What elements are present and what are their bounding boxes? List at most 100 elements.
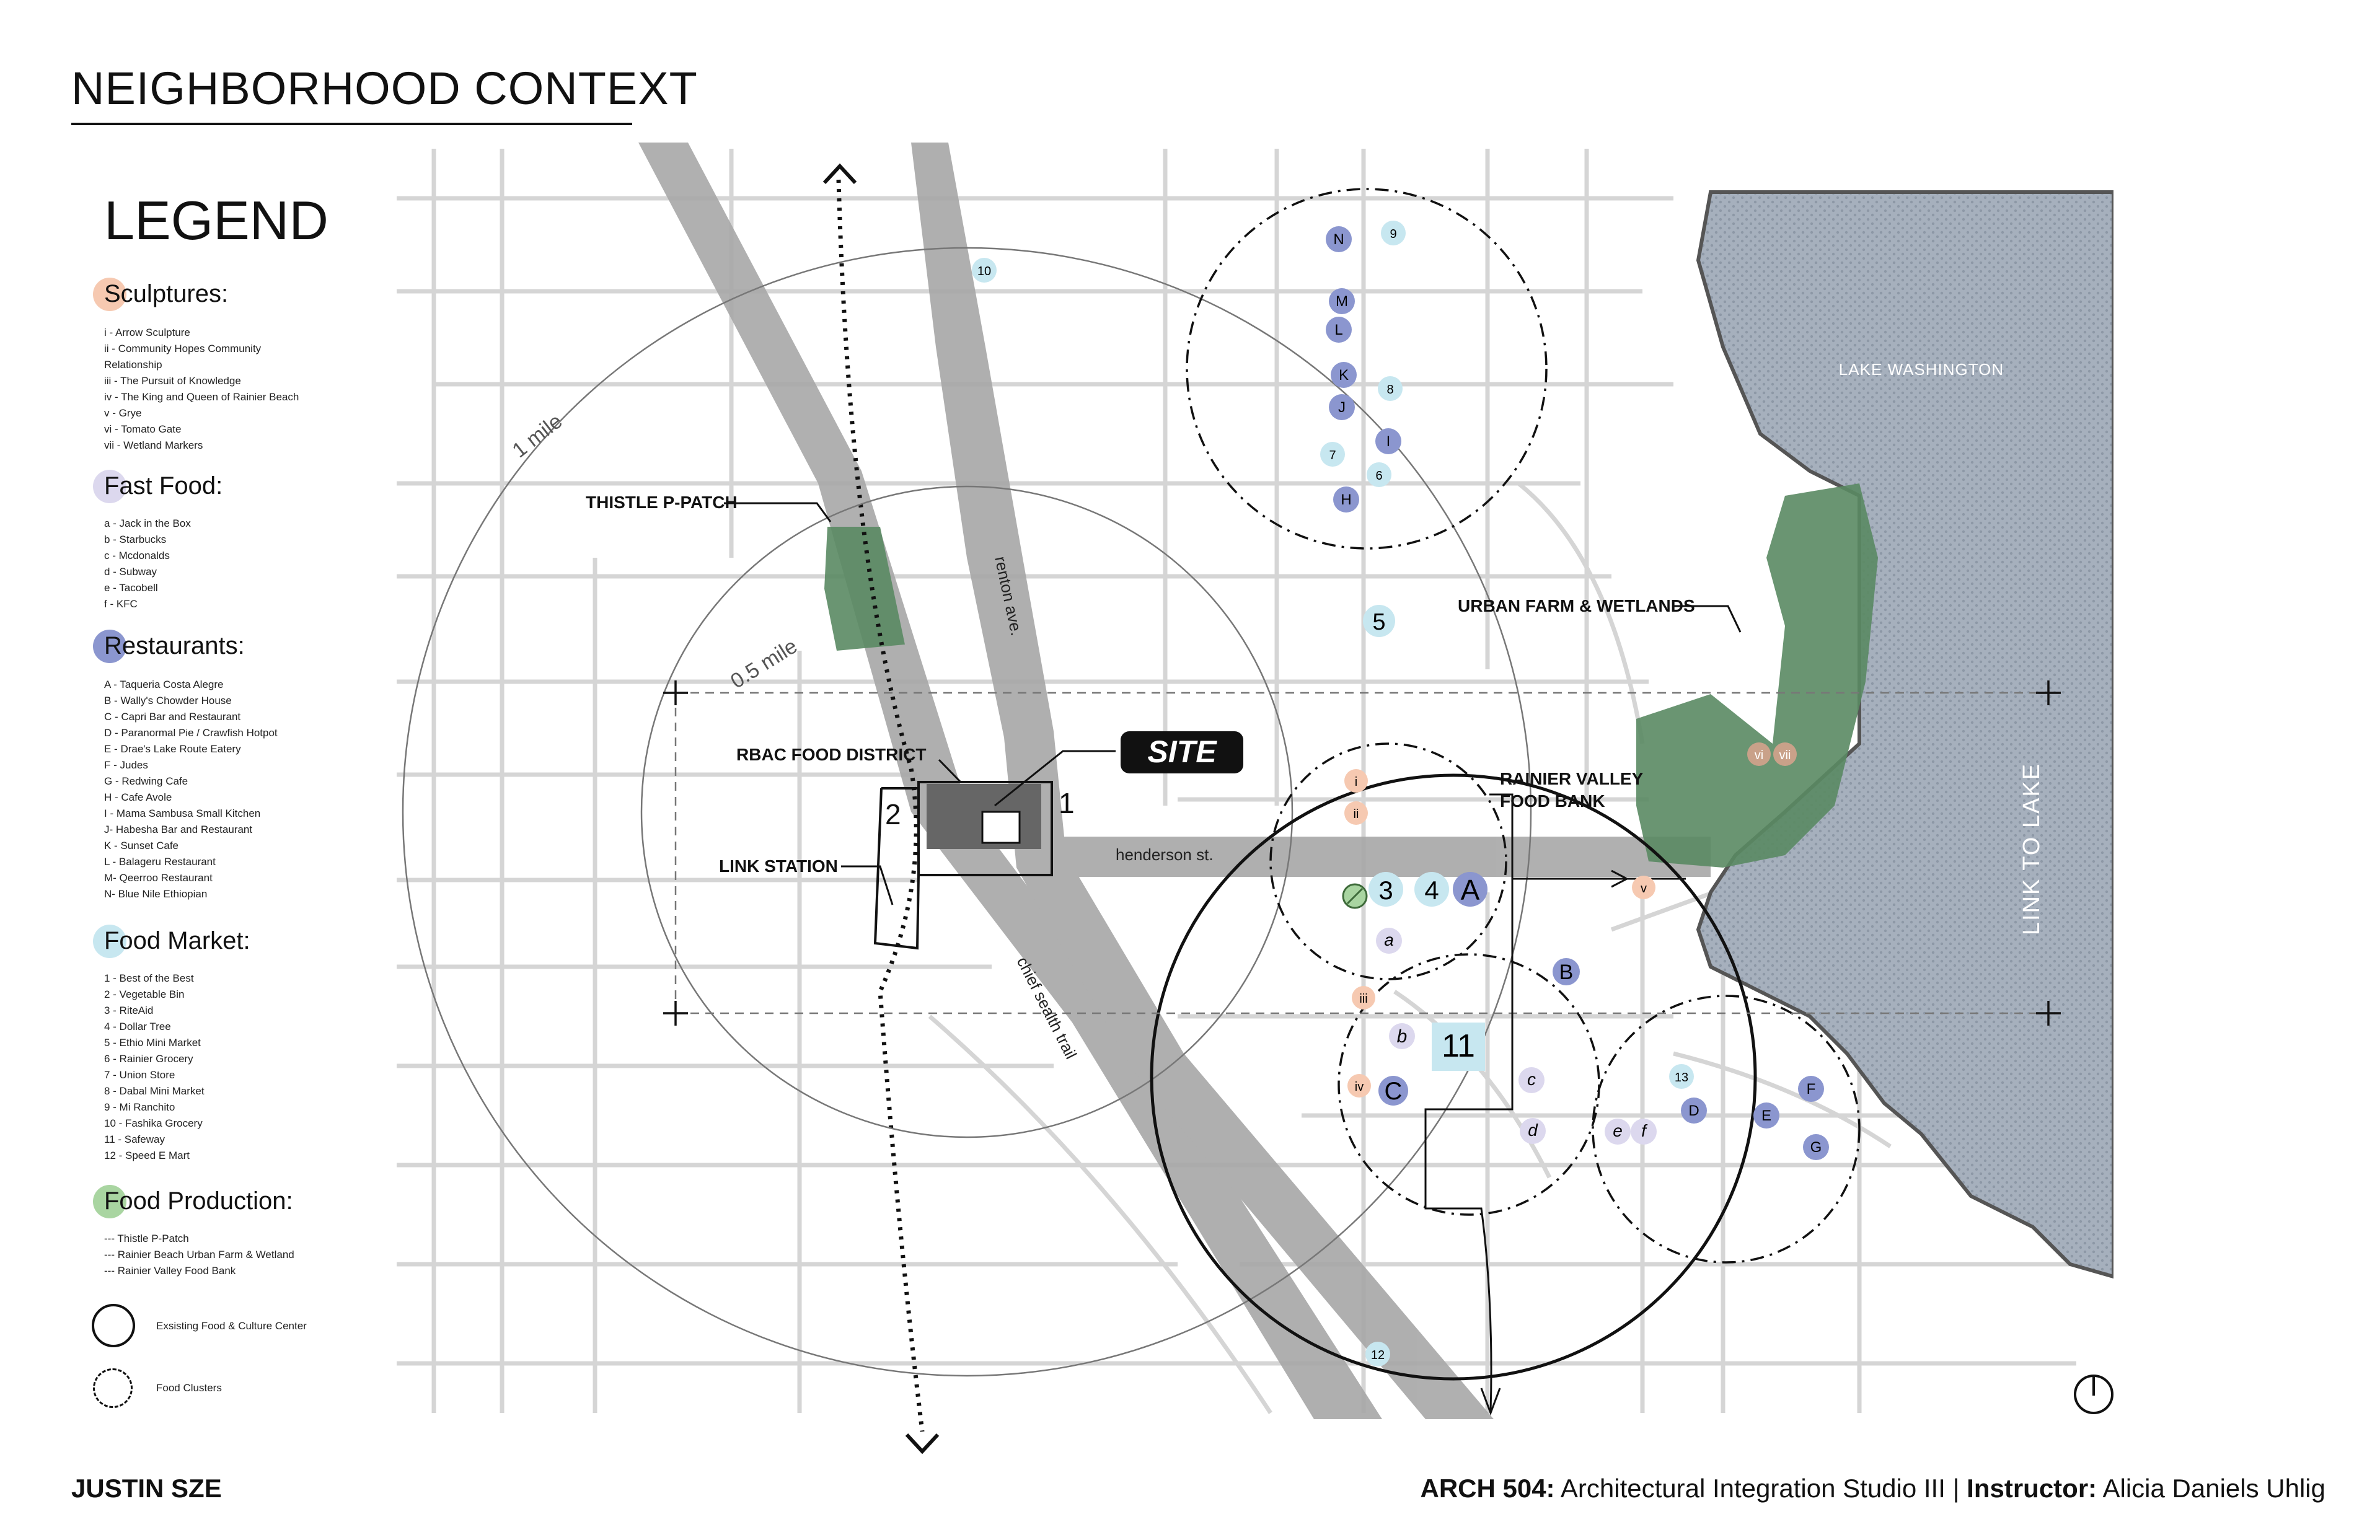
sculpture-marker-label: v (1641, 882, 1647, 895)
lake-link-lines (674, 692, 2045, 1014)
list-item: J- Habesha Bar and Restaurant (104, 824, 253, 835)
food-production-marker-stroke (1346, 887, 1364, 905)
site-number-1: 1 (1059, 787, 1075, 819)
site-number-2: 2 (885, 798, 901, 830)
sculpture-marker-label: i (1355, 775, 1357, 789)
food-bank-label-2: FOOD BANK (1500, 791, 1605, 811)
list-item: e - Tacobell (104, 582, 158, 594)
fast-food-marker-label: f (1641, 1121, 1648, 1140)
restaurant-marker-label: K (1339, 367, 1349, 384)
list-item: 12 - Speed E Mart (104, 1150, 190, 1161)
market-marker-4 (1414, 872, 1449, 907)
market-marker-13 (1669, 1064, 1694, 1089)
list-item: 10 - Fashika Grocery (104, 1117, 203, 1129)
one-mile-radius (402, 247, 1532, 1377)
list-item: L - Balageru Restaurant (104, 856, 216, 868)
leader-lines (724, 502, 1742, 1416)
site-outline (873, 781, 1053, 950)
sculpture-marker-label: ii (1354, 807, 1359, 821)
market-marker-label: 8 (1386, 383, 1393, 397)
restaurant-marker-i (1375, 428, 1401, 454)
restaurant-marker-label: G (1810, 1139, 1822, 1156)
market-marker-label: 9 (1390, 227, 1396, 241)
restaurant-marker-d (1681, 1098, 1707, 1124)
legend-list-restaurants: A - Taqueria Costa Alegre B - Wally's Ch… (104, 677, 327, 902)
list-item: H - Cafe Avole (104, 791, 172, 803)
fast-food-marker-c (1518, 1067, 1545, 1093)
market-marker-11 (1432, 1023, 1485, 1071)
restaurant-marker-label: N (1333, 231, 1344, 248)
restaurant-marker-label: D (1688, 1102, 1699, 1119)
list-item: v - Grye (104, 407, 142, 419)
restaurants-heading-text: Restaurants: (104, 632, 245, 659)
list-item: K - Sunset Cafe (104, 840, 179, 851)
food-market-heading-text: Food Market: (104, 927, 250, 954)
list-item: b - Starbucks (104, 534, 167, 545)
restaurant-marker-n (1326, 226, 1352, 252)
list-item: B - Wally's Chowder House (104, 695, 232, 706)
restaurant-marker-b (1553, 958, 1580, 985)
page-title: NEIGHBORHOOD CONTEXT (71, 63, 698, 114)
restaurant-marker-label: E (1761, 1107, 1771, 1124)
food-cluster-label: Food Clusters (156, 1382, 222, 1394)
lake-label: LAKE WASHINGTON (1839, 360, 2004, 379)
urban-farm-wetlands (1636, 483, 1878, 868)
list-item: iii - The Pursuit of Knowledge (104, 375, 241, 387)
site-hatch (981, 811, 1021, 844)
restaurant-marker-label: L (1334, 322, 1342, 338)
legend-list-food-production: --- Thistle P-Patch --- Rainier Beach Ur… (104, 1231, 327, 1279)
existing-center-label: Exsisting Food & Culture Center (156, 1320, 307, 1332)
sculpture-marker-label: iv (1355, 1080, 1364, 1094)
list-item: 5 - Ethio Mini Market (104, 1037, 201, 1049)
fast-food-marker-a (1376, 928, 1402, 954)
list-item: 1 - Best of the Best (104, 972, 194, 984)
restaurant-marker-k (1331, 362, 1357, 388)
title-underline (71, 123, 632, 125)
market-marker-6 (1367, 462, 1391, 487)
list-item: G - Redwing Cafe (104, 775, 188, 787)
market-marker-label: 6 (1375, 469, 1382, 483)
existing-center-circle (1150, 773, 1757, 1381)
restaurant-marker-label: C (1385, 1078, 1403, 1105)
legend-list-sculptures: i - Arrow Sculpture ii - Community Hopes… (104, 325, 327, 454)
market-marker-label: 13 (1675, 1071, 1688, 1085)
market-marker-label: 7 (1329, 449, 1336, 462)
list-item: I - Mama Sambusa Small Kitchen (104, 807, 261, 819)
fast-food-marker-label: b (1397, 1026, 1408, 1047)
restaurant-marker-j (1329, 394, 1355, 420)
sculpture-marker-vii (1773, 742, 1797, 766)
author-name: JUSTIN SZE (71, 1474, 222, 1503)
list-item: D - Paranormal Pie / Crawfish Hotpot (104, 727, 278, 739)
urban-farm-label: URBAN FARM & WETLANDS (1458, 596, 1695, 615)
thistle-label: THISTLE P-PATCH (586, 493, 738, 512)
food-market-markers: 10 9 8 7 6 5 3 4 13 12 11 (972, 221, 1694, 1366)
list-item: 6 - Rainier Grocery (104, 1053, 193, 1065)
market-marker-label: 4 (1424, 876, 1439, 905)
list-item: i - Arrow Sculpture (104, 327, 190, 338)
fast-food-marker-d (1520, 1118, 1546, 1144)
sculpture-marker-iv (1347, 1074, 1371, 1098)
list-item: d - Subway (104, 566, 157, 578)
restaurant-marker-a (1453, 872, 1488, 907)
legend-heading-sculptures: Sculptures: (93, 278, 229, 311)
fast-food-marker-label: d (1528, 1120, 1538, 1140)
restaurant-marker-l (1326, 317, 1352, 343)
list-item: E - Drae's Lake Route Eatery (104, 743, 241, 755)
north-compass-icon (2074, 1375, 2113, 1414)
north-arrowhead-icon (822, 163, 857, 185)
list-item: C - Capri Bar and Restaurant (104, 711, 241, 723)
sculpture-marker-ii (1344, 801, 1368, 825)
list-item: iv - The King and Queen of Rainier Beach (104, 391, 299, 403)
course-code: ARCH 504: (1420, 1474, 1555, 1503)
sculptures-heading-text: Sculptures: (104, 280, 229, 307)
site-badge-text: SITE (1147, 734, 1217, 769)
list-item: 9 - Mi Ranchito (104, 1101, 175, 1113)
restaurant-markers: N M L K J I H A B C D E F G (1326, 226, 1829, 1160)
fast-food-marker-label: e (1613, 1121, 1623, 1140)
list-item: F - Judes (104, 759, 148, 771)
food-district-label: RBAC FOOD DISTRICT (736, 745, 926, 764)
list-item: ii - Community Hopes Community Relations… (104, 343, 262, 371)
market-marker-10 (972, 258, 997, 283)
list-item: c - Mcdonalds (104, 550, 170, 561)
site-badge (1121, 731, 1243, 773)
